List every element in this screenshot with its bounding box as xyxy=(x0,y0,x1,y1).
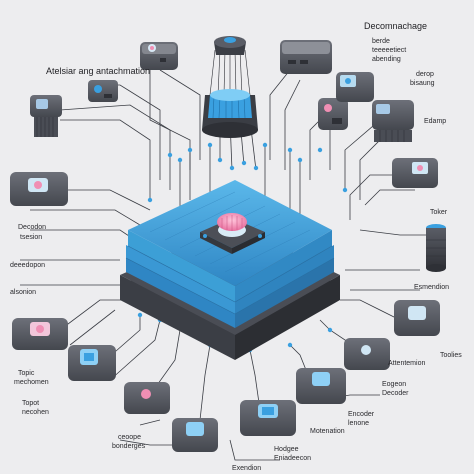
module-box xyxy=(372,100,414,142)
module-boxes xyxy=(10,40,446,452)
label-bottom-encoder: Encoder xyxy=(348,411,375,418)
label-bottom-hodgee: Hodgee xyxy=(274,446,299,453)
label-top-right-sub3: abending xyxy=(372,56,401,63)
label-top-right-title: Decomnachage xyxy=(364,21,428,31)
label-bottom-ceoope: ceoope xyxy=(118,434,141,441)
label-top-right-sub1: berde xyxy=(372,38,390,45)
module-box xyxy=(68,345,116,381)
module-box xyxy=(280,40,332,74)
module-box xyxy=(296,368,346,404)
central-layer-stack xyxy=(120,180,340,360)
top-attention-cylinder xyxy=(202,36,258,138)
module-box xyxy=(394,300,440,336)
label-bottom-bonderges: bonderges xyxy=(112,443,146,450)
label-right-toolies: Toolies xyxy=(440,352,462,359)
module-box xyxy=(336,72,374,102)
label-right-drop-sub: bisaung xyxy=(410,80,435,87)
label-bottom-eniadeecon: Eniadeecon xyxy=(274,455,311,462)
label-left-tsesion: tsesion xyxy=(20,234,43,241)
module-box xyxy=(10,172,68,206)
module-box xyxy=(172,418,218,452)
module-box xyxy=(392,158,438,188)
label-bottom-lenone: lenone xyxy=(348,420,370,427)
module-box xyxy=(124,382,170,414)
module-box xyxy=(344,338,390,370)
label-left-topot: Topot xyxy=(22,400,40,407)
label-right-toker: Toker xyxy=(430,209,448,216)
label-left-alsonion: alsonion xyxy=(10,289,37,296)
label-left-necohen: necohen xyxy=(22,409,49,416)
module-box xyxy=(318,98,348,130)
module-box xyxy=(140,42,178,70)
label-left-mechomen: mechomen xyxy=(14,379,49,386)
label-left-decodon: Decodon xyxy=(18,224,47,231)
label-bottom-motenation: Motenation xyxy=(310,428,345,435)
label-top-right-sub2: teeeeetiect xyxy=(372,47,407,54)
module-box xyxy=(88,80,118,102)
module-box xyxy=(240,400,296,436)
label-right-decoder: Decoder xyxy=(382,390,409,397)
module-box xyxy=(30,95,62,137)
label-left-deeedopon: deeedopon xyxy=(10,262,46,269)
label-right-eogeon: Eogeon xyxy=(382,381,407,388)
label-right-edamp: Edamp xyxy=(424,118,447,125)
label-top-left-title: Atelsiar ang antachmation xyxy=(46,66,151,76)
label-right-expendtion: Esmendion xyxy=(414,284,450,291)
label-right-attentemion: Attentemion xyxy=(388,360,426,367)
label-left-topic: Topic xyxy=(18,370,35,377)
label-bottom-exendion: Exendion xyxy=(232,465,262,472)
module-box xyxy=(12,318,68,350)
label-right-drop: derop xyxy=(416,71,434,78)
module-box xyxy=(426,224,446,272)
connection-lines xyxy=(20,60,440,461)
